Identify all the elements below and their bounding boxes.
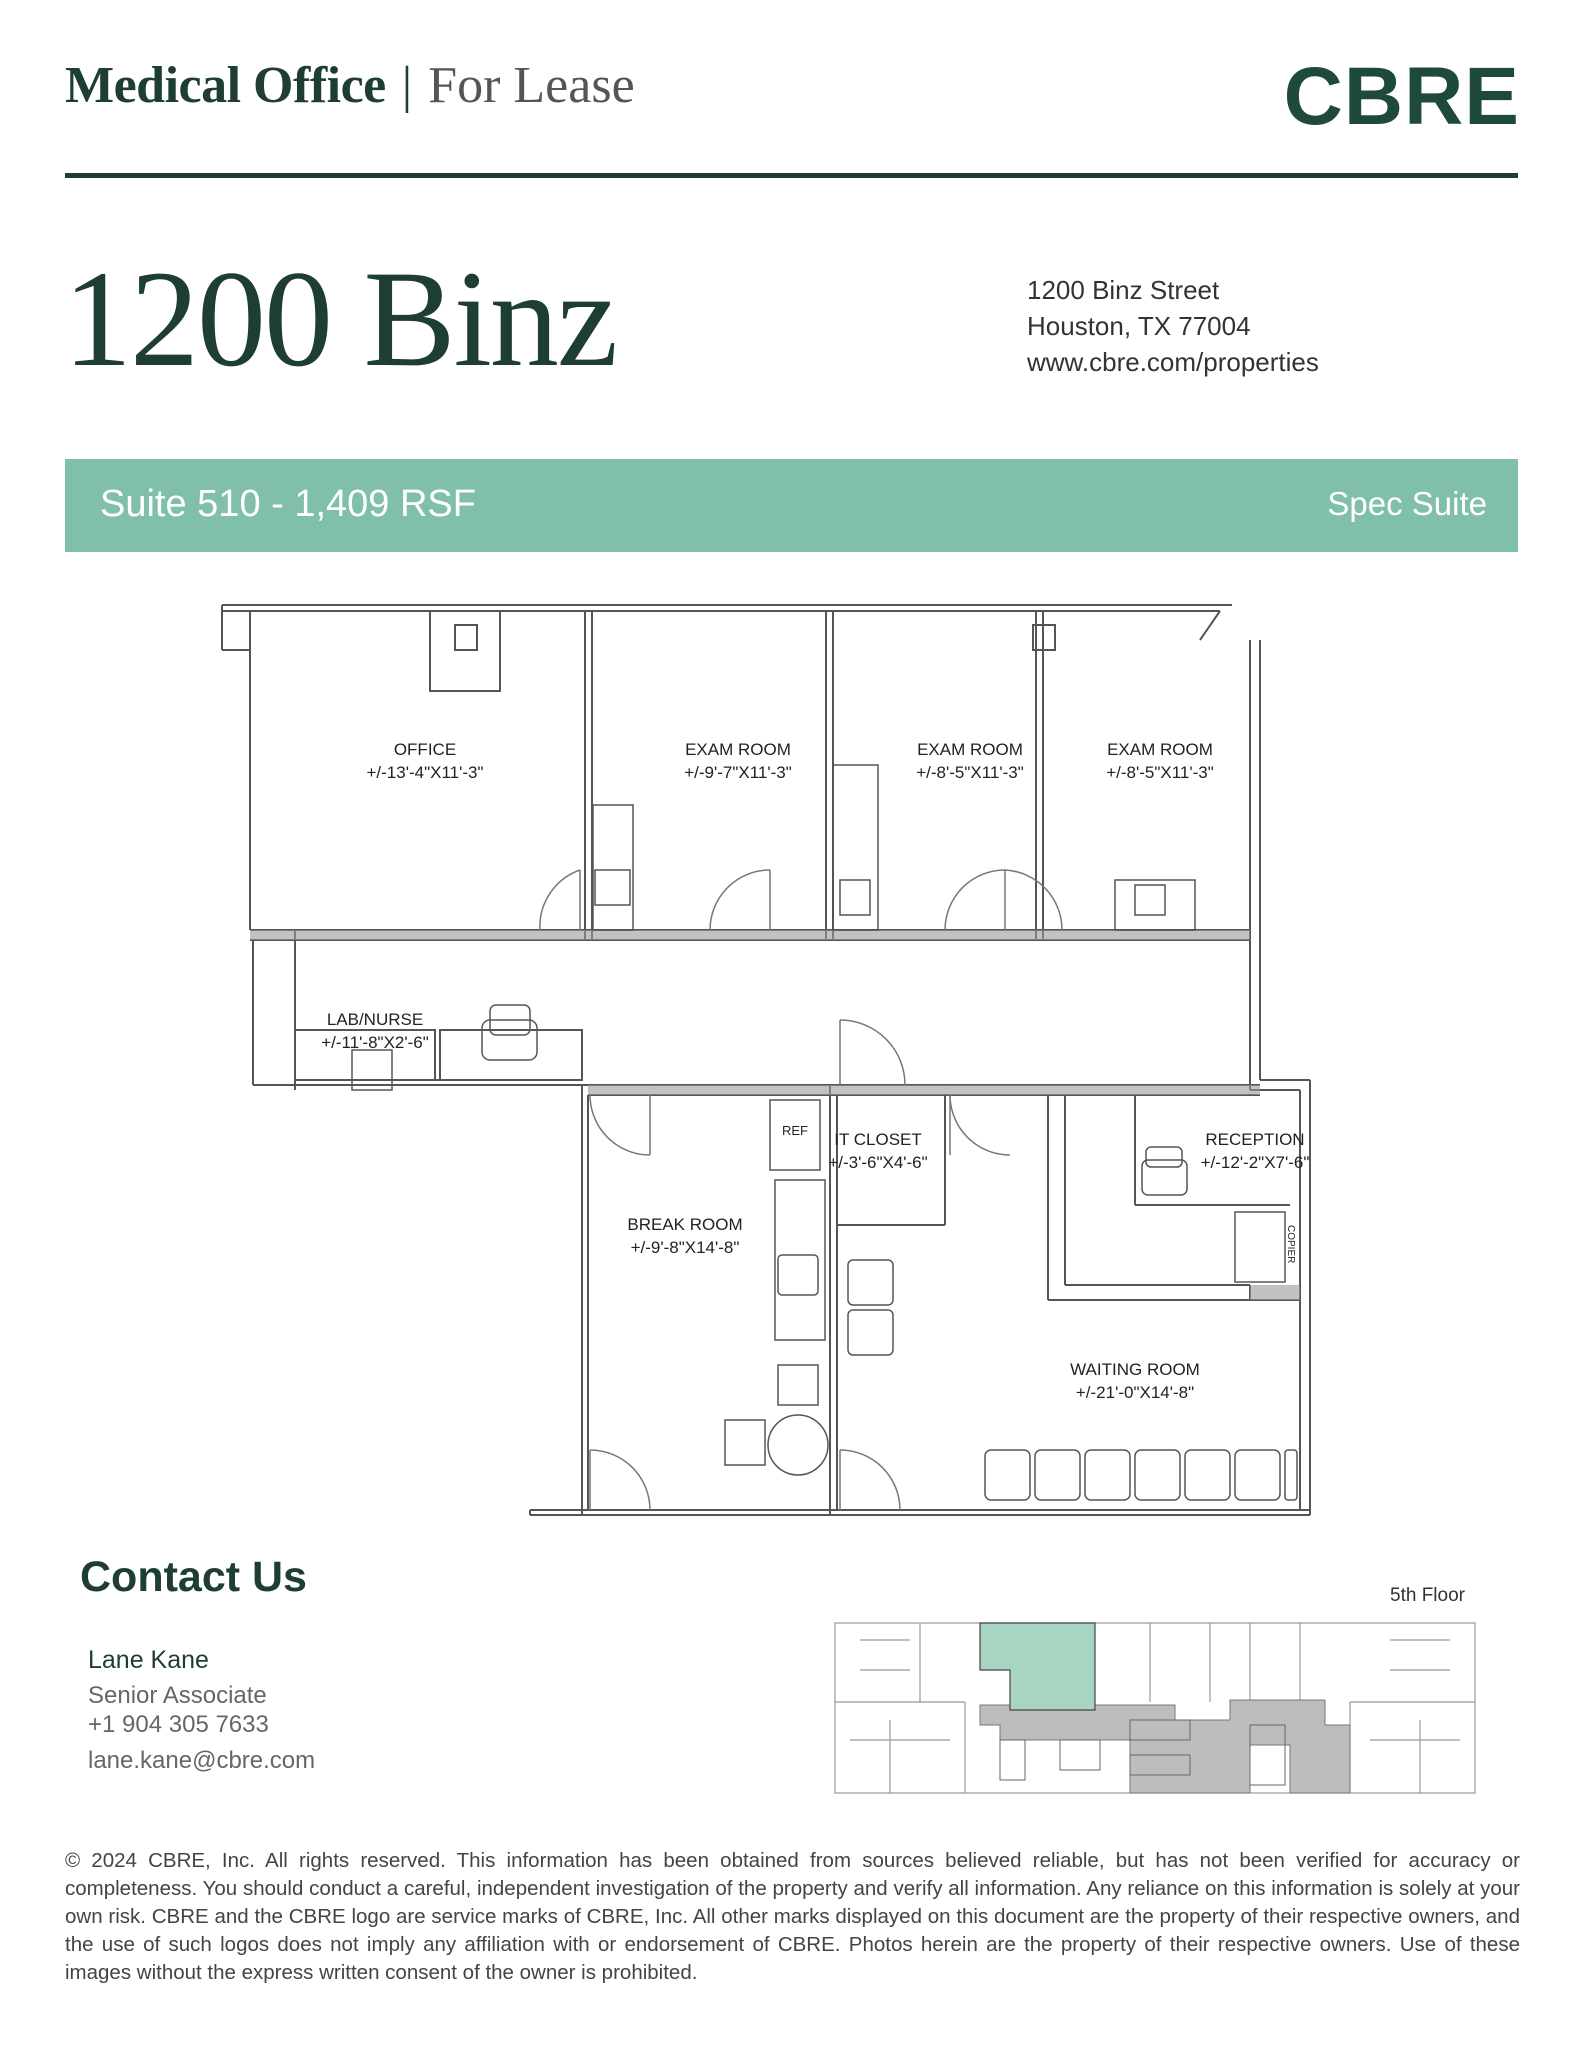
legal-disclaimer: © 2024 CBRE, Inc. All rights reserved. T… xyxy=(65,1849,1520,1984)
room-waiting-dims: +/-21'-0"X14'-8" xyxy=(1076,1383,1194,1402)
fixture-copier-label: COPIER xyxy=(1285,1225,1296,1263)
suite-banner: Suite 510 - 1,409 RSF Spec Suite xyxy=(65,459,1518,552)
floor-plan: OFFICE +/-13'-4"X11'-3" EXAM ROOM +/-9'-… xyxy=(221,604,1311,1516)
category-label: Medical Office xyxy=(65,57,386,114)
room-it-closet-dims: +/-3'-6"X4'-6" xyxy=(828,1153,927,1172)
room-exam1-label: EXAM ROOM xyxy=(685,740,791,759)
property-website-link[interactable]: www.cbre.com/properties xyxy=(1027,347,1319,377)
contact-name: Lane Kane xyxy=(88,1646,209,1674)
room-reception-label: RECEPTION xyxy=(1205,1130,1304,1149)
room-reception-dims: +/-12'-2"X7'-6" xyxy=(1201,1153,1310,1172)
keyplan-map xyxy=(834,1622,1476,1794)
address-city: Houston, TX 77004 xyxy=(1027,311,1251,341)
room-office-dims: +/-13'-4"X11'-3" xyxy=(367,763,484,782)
contact-phone[interactable]: +1 904 305 7633 xyxy=(88,1711,269,1738)
header-category-line: Medical Office | For Lease xyxy=(65,56,635,115)
room-break-dims: +/-9'-8"X14'-8" xyxy=(631,1238,740,1257)
contact-email-link[interactable]: lane.kane@cbre.com xyxy=(88,1747,316,1774)
room-waiting-label: WAITING ROOM xyxy=(1070,1360,1200,1379)
contact-heading: Contact Us xyxy=(80,1553,307,1601)
cbre-logo: CBRE xyxy=(1283,51,1520,142)
suite-label: Suite 510 - 1,409 RSF xyxy=(100,483,476,525)
listing-type-label: For Lease xyxy=(428,57,635,114)
property-address: 1200 Binz Street Houston, TX 77004 www.c… xyxy=(1027,272,1319,380)
room-it-closet-label: IT CLOSET xyxy=(834,1130,922,1149)
room-exam2-label: EXAM ROOM xyxy=(917,740,1023,759)
room-break-label: BREAK ROOM xyxy=(627,1215,742,1234)
contact-title: Senior Associate xyxy=(88,1682,267,1709)
fixture-ref-label: REF xyxy=(782,1123,808,1138)
header-divider xyxy=(65,173,1518,178)
address-street: 1200 Binz Street xyxy=(1027,275,1220,305)
room-exam3-label: EXAM ROOM xyxy=(1107,740,1213,759)
property-title: 1200 Binz xyxy=(63,242,618,395)
room-lab-dims: +/-11'-8"X2'-6" xyxy=(321,1033,429,1052)
room-exam1-dims: +/-9'-7"X11'-3" xyxy=(684,763,792,782)
room-exam2-dims: +/-8'-5"X11'-3" xyxy=(916,763,1024,782)
room-office-label: OFFICE xyxy=(394,740,456,759)
room-lab-label: LAB/NURSE xyxy=(327,1010,423,1029)
keyplan-floor-label: 5th Floor xyxy=(1390,1585,1465,1606)
spec-suite-label: Spec Suite xyxy=(1327,485,1487,522)
header-separator: | xyxy=(401,57,413,114)
room-exam3-dims: +/-8'-5"X11'-3" xyxy=(1106,763,1214,782)
